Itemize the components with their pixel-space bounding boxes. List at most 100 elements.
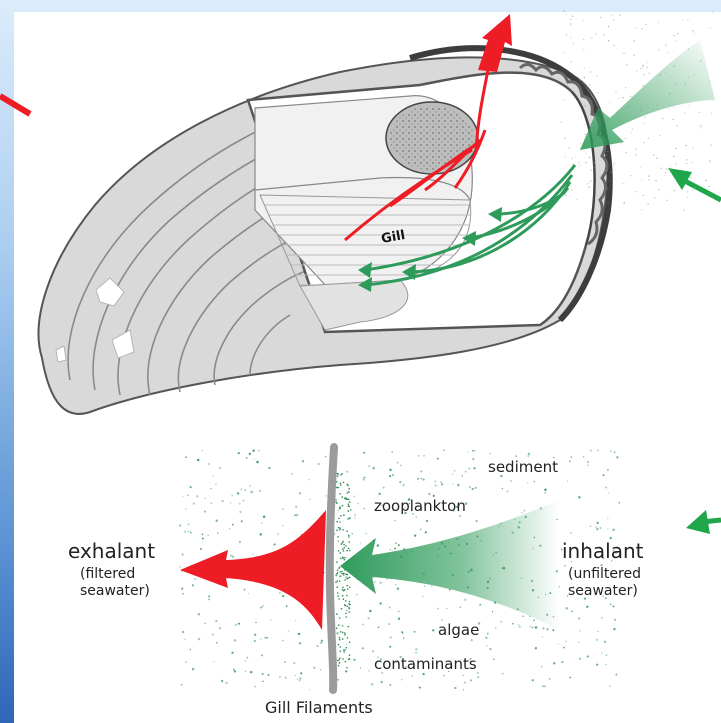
particle-speck	[336, 627, 338, 629]
left-red-marker	[0, 96, 30, 114]
particle-speck	[607, 202, 608, 203]
particle-speck	[495, 627, 497, 629]
particle-speck	[635, 28, 636, 29]
particle-speck	[202, 538, 204, 540]
particle-speck	[258, 450, 259, 451]
particle-speck	[578, 496, 581, 499]
particle-speck	[571, 61, 572, 62]
particle-speck	[676, 125, 677, 126]
particle-speck	[564, 157, 565, 158]
particle-speck	[646, 66, 647, 67]
particle-speck	[618, 502, 620, 504]
particle-speck	[211, 502, 212, 503]
particle-speck	[673, 156, 674, 157]
particle-speck	[657, 22, 658, 23]
particle-speck	[608, 138, 609, 139]
particle-speck	[198, 613, 201, 616]
particle-speck	[605, 487, 607, 489]
particle-speck	[342, 589, 344, 591]
particle-speck	[502, 673, 503, 674]
particle-speck	[688, 48, 689, 49]
particle-speck	[207, 535, 209, 537]
particle-speck	[611, 15, 612, 16]
particle-speck	[518, 624, 520, 626]
particle-speck	[709, 81, 710, 82]
particle-speck	[625, 138, 626, 139]
particle-speck	[544, 488, 547, 491]
particle-speck	[216, 642, 218, 644]
particle-speck	[288, 630, 289, 631]
particle-speck	[423, 455, 425, 457]
particle-speck	[338, 644, 340, 646]
particle-speck	[348, 503, 350, 505]
particle-speck	[633, 40, 634, 41]
particle-speck	[647, 204, 648, 205]
particle-speck	[435, 485, 437, 487]
particle-speck	[205, 498, 206, 499]
particle-speck	[544, 492, 546, 494]
particle-speck	[475, 487, 477, 489]
particle-speck	[579, 658, 581, 660]
particle-speck	[686, 163, 687, 164]
particle-speck	[362, 624, 364, 626]
particle-speck	[296, 514, 299, 517]
particle-speck	[614, 162, 615, 163]
particle-speck	[383, 487, 385, 489]
exhalant-subtitle-2: seawater)	[80, 583, 150, 600]
particle-speck	[658, 49, 659, 50]
particle-speck	[464, 682, 466, 684]
particle-speck	[318, 463, 320, 465]
particle-speck	[299, 680, 301, 682]
particle-speck	[623, 203, 624, 204]
particle-speck	[380, 681, 382, 683]
particle-speck	[368, 617, 370, 619]
particle-speck	[262, 673, 264, 675]
particle-speck	[200, 548, 202, 550]
particle-speck	[687, 197, 688, 198]
particle-speck	[259, 490, 261, 492]
particle-speck	[282, 640, 283, 641]
particle-speck	[640, 68, 641, 69]
particle-speck	[342, 625, 344, 627]
particle-speck	[282, 508, 284, 510]
particle-speck	[567, 480, 568, 481]
particle-speck	[667, 52, 668, 53]
particle-speck	[234, 639, 236, 641]
particle-speck	[187, 523, 189, 525]
particle-speck	[344, 579, 346, 581]
particle-speck	[528, 453, 530, 455]
particle-speck	[649, 73, 650, 74]
particle-speck	[320, 642, 322, 644]
particle-speck	[699, 112, 700, 113]
particle-speck	[192, 668, 195, 671]
particle-speck	[425, 531, 427, 533]
particle-speck	[239, 511, 241, 513]
particle-speck	[588, 187, 589, 188]
particle-speck	[640, 167, 641, 168]
particle-speck	[342, 595, 344, 597]
particle-speck	[202, 450, 203, 451]
particle-speck	[542, 636, 543, 637]
particle-speck	[349, 550, 351, 552]
particle-speck	[340, 651, 342, 653]
particle-speck	[343, 514, 345, 516]
particle-speck	[230, 555, 232, 557]
particle-speck	[631, 132, 632, 133]
particle-speck	[229, 528, 230, 529]
particle-speck	[184, 638, 185, 639]
particle-speck	[204, 511, 206, 513]
particle-speck	[619, 140, 620, 141]
particle-speck	[371, 683, 374, 686]
particle-speck	[346, 595, 348, 597]
particle-speck	[492, 611, 493, 612]
particle-speck	[619, 15, 620, 16]
particle-speck	[403, 638, 404, 639]
particle-speck	[572, 15, 573, 16]
particle-speck	[522, 616, 523, 617]
particle-speck	[394, 520, 395, 521]
particle-speck	[353, 659, 355, 661]
particle-speck	[589, 157, 590, 158]
particle-speck	[198, 638, 201, 641]
particle-speck	[341, 496, 343, 498]
particle-speck	[346, 531, 348, 533]
